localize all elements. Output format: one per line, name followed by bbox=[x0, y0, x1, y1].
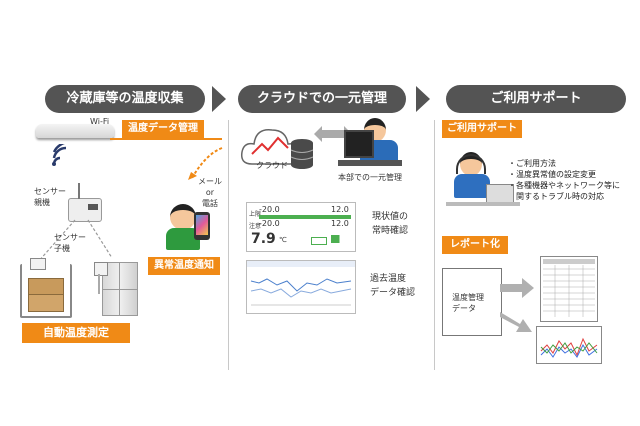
cloud-label: クラウド bbox=[256, 161, 288, 170]
support-item: ・ご利用方法 bbox=[508, 159, 556, 168]
headset-icon bbox=[456, 154, 486, 174]
divider bbox=[228, 120, 229, 370]
sensor-parent-label: センサー 親機 bbox=[34, 187, 66, 207]
operator-body bbox=[454, 174, 490, 198]
sensor-parent-screen bbox=[88, 204, 98, 210]
report-arrows bbox=[500, 278, 534, 332]
support-item: ・各種機器やネットワーク等に bbox=[508, 181, 620, 190]
report-table-icon bbox=[540, 256, 598, 322]
signal-lines bbox=[37, 219, 113, 263]
divider bbox=[434, 120, 435, 370]
upper-value: -20.0 bbox=[259, 205, 280, 214]
current-temp: 7.9 bbox=[251, 231, 276, 247]
upper-label: 上限 bbox=[249, 211, 262, 218]
mail-or-phone-label: メール or 電話 bbox=[198, 177, 222, 208]
support-badge: ご利用サポート bbox=[442, 120, 522, 138]
lower-right-value: 12.0 bbox=[331, 219, 349, 228]
battery-icon bbox=[311, 237, 327, 245]
connector-line bbox=[110, 138, 222, 140]
temp-unit: ℃ bbox=[279, 236, 287, 244]
sync-arrow-icon bbox=[314, 126, 352, 142]
header-support: ご利用サポート bbox=[446, 85, 626, 113]
notify-arrow bbox=[188, 147, 223, 180]
abnormal-notice-badge: 異常温度通知 bbox=[148, 257, 220, 275]
database-icon bbox=[290, 139, 314, 169]
sensor-child-icon bbox=[30, 258, 46, 270]
temp-data-mgmt-badge: 温度データ管理 bbox=[122, 120, 204, 138]
sensor-antenna-icon bbox=[78, 183, 80, 199]
sensor-parent-icon bbox=[68, 198, 102, 222]
header-cloud: クラウドでの一元管理 bbox=[238, 85, 406, 113]
support-item: ・温度異常値の設定変更 bbox=[508, 170, 596, 179]
upper-bar bbox=[259, 215, 351, 219]
support-list: ・ご利用方法 ・温度異常値の設定変更 ・各種機器やネットワーク等に 関するトラブ… bbox=[508, 158, 636, 202]
temp-mgmt-data-label: 温度管理 データ bbox=[452, 293, 484, 313]
header-collection: 冷蔵庫等の温度収集 bbox=[45, 85, 205, 113]
arrow-right-icon bbox=[212, 86, 226, 112]
upper-right-value: 12.0 bbox=[331, 205, 349, 214]
desk-icon bbox=[338, 160, 402, 166]
report-chart-icon bbox=[536, 326, 602, 364]
current-value-panel: 上限 -20.0 12.0 注意 -20.0 12.0 7.9 ℃ bbox=[246, 202, 356, 252]
staff-avatar bbox=[170, 204, 196, 230]
smartphone-icon bbox=[194, 212, 210, 240]
past-check-label: 過去温度 データ確認 bbox=[370, 274, 416, 298]
support-item: 関するトラブル時の対応 bbox=[508, 192, 604, 201]
staff-body-icon bbox=[166, 228, 200, 250]
sensor-child-icon bbox=[94, 262, 108, 276]
wifi-router-icon bbox=[36, 124, 114, 138]
cable-icon bbox=[98, 274, 100, 294]
hq-mgmt-label: 本部での一元管理 bbox=[338, 173, 402, 182]
auto-measure-badge: 自動温度測定 bbox=[22, 323, 130, 343]
current-check-label: 現状値の 常時確認 bbox=[372, 212, 409, 236]
wifi-signal-icon bbox=[52, 144, 67, 166]
lower-label: 注意 bbox=[249, 223, 262, 230]
wifi-label: Wi-Fi bbox=[90, 117, 110, 126]
signal-icon bbox=[331, 235, 345, 243]
report-badge: レポート化 bbox=[442, 236, 508, 254]
support-desk bbox=[446, 202, 520, 206]
temp-mgmt-data-box bbox=[442, 268, 502, 336]
monitor-icon bbox=[344, 130, 374, 158]
lower-value: -20.0 bbox=[259, 219, 280, 228]
fridge-icon bbox=[102, 262, 138, 316]
history-line-chart bbox=[247, 261, 355, 306]
cart-icon bbox=[20, 264, 72, 318]
history-graph-panel bbox=[246, 260, 356, 314]
sensor-child-label: センサー 子機 bbox=[54, 233, 86, 253]
arrow-right-icon bbox=[416, 86, 430, 112]
